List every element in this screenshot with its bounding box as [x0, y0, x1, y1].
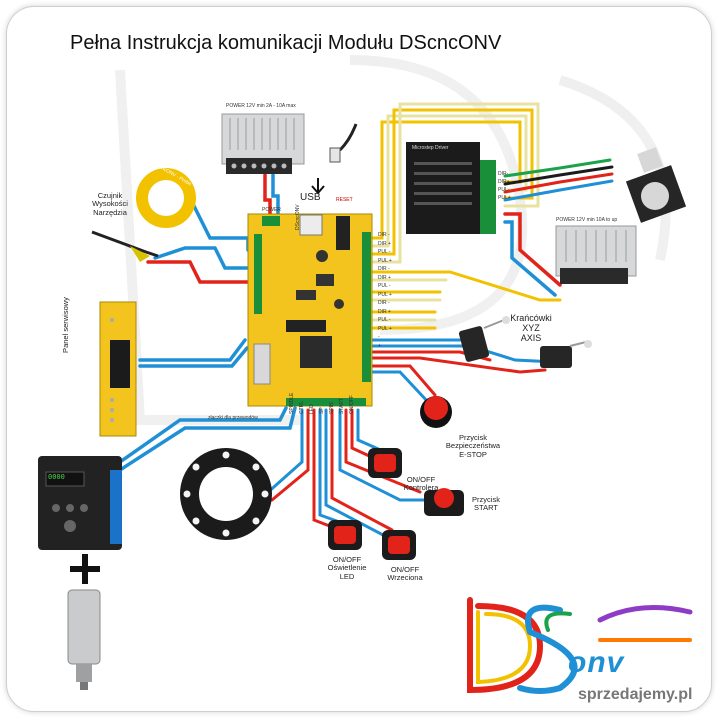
panel-wires: [138, 338, 249, 368]
board-pin-label: PUL +: [378, 257, 392, 264]
board-pin-label: DIR -: [378, 266, 390, 272]
inverter-display: 0000: [48, 473, 65, 481]
board-pin-label: DIR -: [378, 232, 390, 238]
power-supply-top: [221, 113, 305, 174]
limit-switches: [458, 316, 592, 368]
limit-switches-label: Krańcówki XYZ AXIS: [510, 313, 552, 343]
board-pin-label: DIR +: [378, 240, 391, 247]
stepper-motor: [625, 147, 687, 223]
bottom-pin-label: CTRL: [299, 400, 305, 414]
board-pin-label: DIR +: [378, 274, 391, 281]
bottom-pin-label: SPIN: [329, 402, 335, 414]
driver-pin-label: DIR+: [498, 179, 510, 185]
board-pin-label: PUL -: [378, 283, 391, 289]
bottom-pin-label: ON/OFF: [349, 395, 355, 414]
board-pin-label: DIR -: [378, 300, 390, 306]
board-pin-label: +: [378, 342, 381, 349]
bottom-pin-label: SP: [319, 407, 325, 414]
psu-top-wires: [263, 173, 280, 224]
bottom-pin-label: LED: [309, 404, 315, 414]
estop-button: [420, 396, 452, 428]
dsconv-logo: [467, 597, 693, 694]
spindle-motor: [67, 589, 101, 690]
bottom-pin-label: START: [339, 398, 345, 414]
stepper-driver: [406, 142, 496, 234]
board-label: DScncONV: [295, 204, 301, 230]
inverter-wires: [118, 406, 297, 472]
led-switch-label: ON/OFF Oświetlenie LED: [327, 555, 367, 581]
power-supply-right: [555, 225, 637, 284]
motor-wires: [503, 158, 614, 202]
spindle-switch-label: ON/OFF Wrzeciona: [387, 565, 423, 583]
psu-right-label: POWER 12V min 10A to up: [556, 217, 618, 223]
rocker-switch-spindle: [382, 530, 416, 560]
driver-pin-label: PUL+: [498, 195, 511, 201]
board-pin-label: PUL +: [378, 291, 392, 298]
diagram-title: Pełna Instrukcja komunikacji Modułu DScn…: [70, 32, 502, 54]
power-label: POWER: [262, 207, 281, 213]
driver-power-wires: [503, 212, 562, 297]
usb-arrow-icon: [311, 178, 325, 195]
bottom-pin-label: SPINDLE: [289, 392, 295, 414]
board-pin-label: PUL -: [378, 317, 391, 323]
service-panel: [99, 301, 137, 437]
board-pin-label: -: [378, 334, 380, 340]
controller-switch-label: ON/OFF Kontrolera: [403, 475, 439, 493]
start-button: [424, 488, 464, 516]
tool-height-sensor: [91, 168, 196, 262]
crocodile-clip-icon: [130, 246, 150, 262]
driver-pin-label: PUL-: [498, 187, 510, 193]
usb-label: USB: [300, 192, 321, 203]
driver-label: Microstep Driver: [412, 145, 449, 151]
rocker-switch-controller: [368, 448, 402, 478]
reset-label: RESET: [336, 197, 353, 203]
service-panel-label: Panel serwisowy: [61, 297, 70, 353]
rocker-switch-led: [328, 520, 362, 550]
start-button-label: Przycisk START: [472, 495, 500, 513]
board-right-wires: [370, 270, 562, 404]
watermark: sprzedajemy.pl: [578, 686, 693, 703]
board-pin-label: DIR +: [378, 308, 391, 315]
plus-icon: [70, 554, 100, 584]
driver-pin-label: DIR-: [498, 171, 509, 177]
board-pin-label: PUL +: [378, 325, 392, 332]
usb-cable: [311, 123, 358, 195]
board-pin-label: PUL -: [378, 249, 391, 255]
logo-subtext: onv: [568, 646, 625, 679]
sensor-label: Czujnik Wysokości Narzędzia: [92, 191, 128, 217]
vfd-inverter: [38, 456, 122, 550]
bottom-wires: [264, 408, 432, 538]
led-ring: [180, 448, 272, 540]
psu-top-label: POWER 12V min 2A - 10A max: [226, 103, 296, 109]
estop-label: Przycisk Bezpieczeństwa E-STOP: [445, 433, 501, 459]
main-controller-board: [247, 213, 373, 407]
spindle-note-label: złączki dla przewodów: [208, 415, 258, 421]
